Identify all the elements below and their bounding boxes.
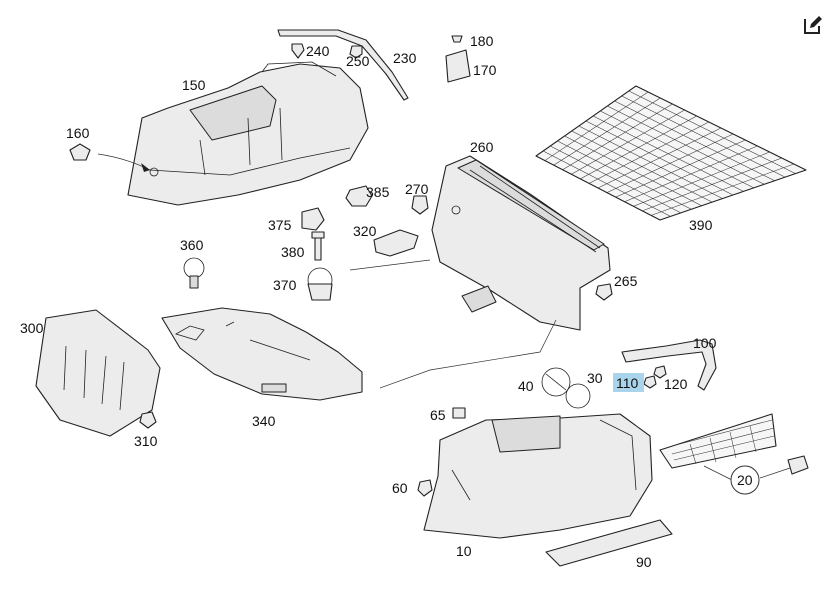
net-mesh-line	[628, 90, 796, 174]
net-mesh-line	[600, 110, 754, 189]
part-label-300[interactable]: 300	[20, 320, 44, 336]
edit-button[interactable]	[802, 14, 824, 36]
part-label-340[interactable]: 340	[252, 413, 276, 429]
net-mesh-line	[642, 157, 782, 212]
part-385-hook[interactable]	[345, 185, 373, 207]
part-label-160[interactable]: 160	[66, 125, 90, 141]
part-label-270[interactable]: 270	[405, 181, 429, 197]
part-40-disc[interactable]	[541, 367, 571, 397]
part-label-380[interactable]: 380	[281, 244, 305, 260]
net-mesh-line	[614, 100, 775, 181]
part-390-cargo-net[interactable]	[535, 85, 807, 221]
part-250-clip[interactable]	[349, 45, 363, 59]
part-230-trim-strip[interactable]	[277, 29, 409, 101]
part-label-390[interactable]: 390	[689, 217, 713, 233]
guide-line	[703, 465, 791, 481]
part-label-120[interactable]: 120	[664, 376, 688, 392]
part-label-230[interactable]: 230	[393, 50, 417, 66]
part-label-240[interactable]: 240	[306, 43, 330, 59]
net-mesh-line	[607, 105, 765, 185]
part-label-265[interactable]: 265	[614, 273, 638, 289]
part-label-100[interactable]: 100	[693, 335, 717, 351]
part-30-disc[interactable]	[565, 383, 591, 409]
part-150-left-side-trim[interactable]	[127, 61, 369, 206]
part-120-clip[interactable]	[653, 365, 667, 379]
part-360-ring[interactable]	[183, 257, 205, 289]
part-label-30[interactable]: 30	[587, 370, 603, 386]
part-180-clip[interactable]	[451, 35, 463, 43]
part-260-sill-trim[interactable]	[431, 155, 611, 331]
part-370-ring[interactable]	[307, 267, 333, 301]
net-mesh-line	[593, 115, 744, 192]
part-label-320[interactable]: 320	[353, 223, 377, 239]
part-label-180[interactable]: 180	[470, 33, 494, 49]
part-label-110[interactable]: 110	[616, 375, 639, 391]
highlight-box	[613, 373, 644, 392]
part-label-65[interactable]: 65	[430, 407, 446, 423]
part-375-cap[interactable]	[301, 207, 325, 231]
part-label-375[interactable]: 375	[268, 217, 292, 233]
part-20-net-pocket[interactable]	[659, 413, 809, 475]
net-mesh-line	[621, 95, 786, 178]
net-mesh-line	[597, 127, 722, 189]
part-160-clip[interactable]	[69, 143, 151, 172]
part-label-360[interactable]: 360	[180, 237, 204, 253]
net-mesh-line	[651, 163, 794, 216]
part-label-250[interactable]: 250	[346, 53, 370, 69]
part-60-clip[interactable]	[417, 479, 433, 497]
net-mesh-line	[615, 139, 746, 198]
part-170-cover[interactable]	[445, 49, 471, 83]
part-label-90[interactable]: 90	[636, 554, 652, 570]
part-label-40[interactable]: 40	[518, 378, 534, 394]
part-label-20[interactable]: 20	[737, 472, 753, 488]
part-100-trim-cover[interactable]	[621, 339, 717, 391]
part-110-clip[interactable]	[643, 375, 657, 389]
part-label-60[interactable]: 60	[392, 480, 408, 496]
part-310-clip[interactable]	[139, 411, 157, 429]
part-label-385[interactable]: 385	[366, 184, 390, 200]
part-380-bolt[interactable]	[311, 231, 325, 261]
net-mesh-line	[606, 133, 734, 193]
net-mesh-line	[624, 145, 758, 202]
part-320-bracket[interactable]	[373, 229, 419, 257]
part-65-clip[interactable]	[452, 407, 466, 419]
part-265-clip[interactable]	[595, 283, 613, 301]
part-270-clip[interactable]	[411, 195, 429, 215]
part-240-clip[interactable]	[291, 43, 305, 59]
part-label-170[interactable]: 170	[473, 62, 497, 78]
part-label-10[interactable]: 10	[456, 543, 472, 559]
part-label-150[interactable]: 150	[182, 77, 206, 93]
part-90-mat[interactable]	[545, 519, 673, 567]
edit-icon	[804, 16, 822, 34]
guide-line	[349, 259, 557, 389]
part-label-370[interactable]: 370	[273, 277, 297, 293]
part-340-floor-panel[interactable]	[161, 307, 363, 401]
part-10-right-side-trim[interactable]	[423, 413, 653, 539]
part-300-insulation[interactable]	[35, 309, 161, 437]
part-label-260[interactable]: 260	[470, 139, 494, 155]
part-label-310[interactable]: 310	[134, 433, 158, 449]
label-circle-20	[730, 465, 760, 495]
net-mesh-line	[633, 151, 770, 207]
